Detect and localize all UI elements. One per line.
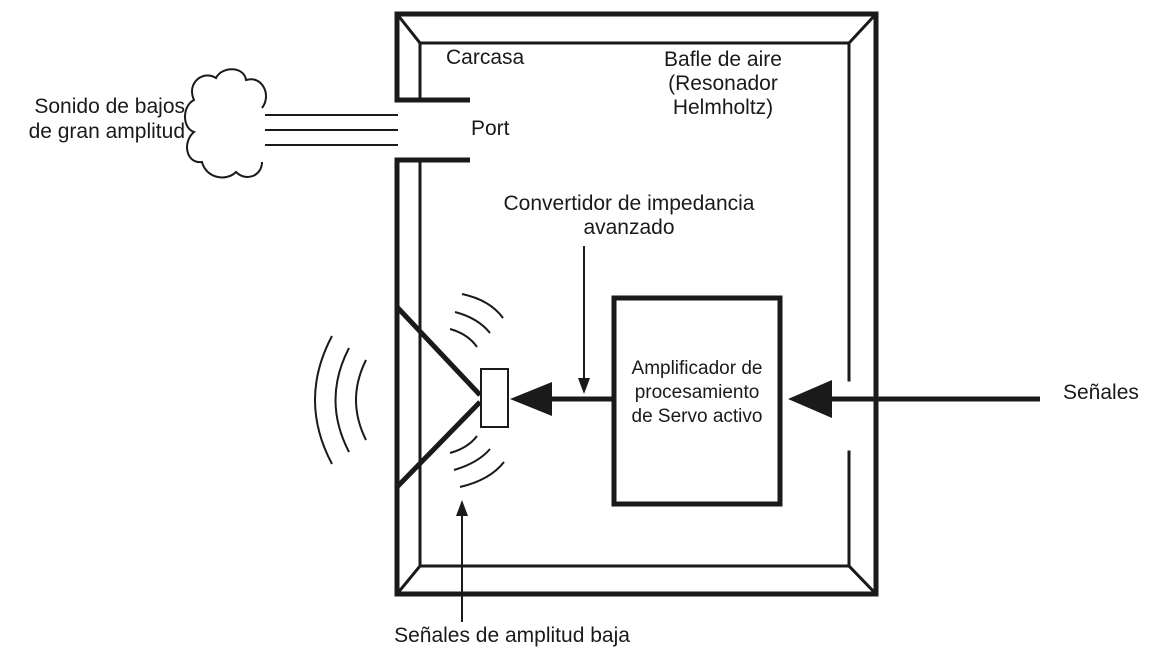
cloud-icon	[184, 68, 267, 179]
sound-wave-arc	[449, 328, 478, 348]
port-tube	[397, 97, 470, 163]
voice-coil	[480, 368, 509, 428]
corner-miter	[846, 11, 879, 46]
amp-to-coil-arrow	[510, 382, 614, 416]
corner-miter	[394, 563, 423, 597]
enclosure	[394, 11, 879, 597]
corner-miter	[846, 563, 879, 597]
amplifier-box	[611, 295, 783, 507]
signals-label: Señales	[1063, 381, 1139, 404]
enclosure-outer-wall	[394, 11, 879, 597]
pointer-head	[578, 378, 590, 394]
housing-label: Carcasa	[446, 46, 525, 69]
amplifier-label-line2: procesamiento	[635, 382, 760, 403]
converter-pointer	[578, 246, 590, 394]
speaker-cone	[395, 305, 509, 489]
enclosure-inner-wall	[418, 41, 851, 382]
amplifier-label-line1: Amplificador de	[632, 358, 763, 379]
cone-lower-edge	[395, 400, 482, 489]
converter-label-line1: Convertidor de impedancia	[504, 192, 755, 215]
sound-wave-arc	[459, 461, 505, 488]
corner-miter	[394, 11, 423, 46]
low-amplitude-pointer	[456, 500, 468, 622]
port-label: Port	[471, 117, 510, 140]
air-baffle-label-line3: Helmholtz)	[673, 96, 773, 119]
airflow-lines	[265, 114, 398, 146]
sound-wave-arc	[461, 293, 504, 319]
pointer-head	[456, 500, 468, 516]
sound-wave-arc	[355, 359, 367, 441]
signal-input-arrow	[788, 380, 1040, 418]
air-baffle-label-line1: Bafle de aire	[664, 48, 782, 71]
sound-wave-arc	[454, 311, 491, 334]
sound-wave-arc	[453, 448, 491, 471]
bass-sound-label-line2: de gran amplitud	[29, 120, 185, 143]
air-baffle-label-line2: (Resonador	[668, 72, 778, 95]
low-amplitude-label: Señales de amplitud baja	[394, 624, 630, 647]
arrow-head	[788, 380, 832, 418]
amplifier-label-line3: de Servo activo	[632, 406, 763, 427]
sound-waves-inside-lower	[449, 435, 505, 488]
sound-wave-arc	[314, 335, 333, 465]
sound-wave-arc	[334, 347, 350, 453]
converter-label-line2: avanzado	[583, 216, 674, 239]
arrow-head	[510, 382, 552, 416]
cone-upper-edge	[395, 305, 482, 397]
bass-sound-label-line1: Sonido de bajos	[34, 95, 185, 118]
sound-waves-inside-upper	[449, 293, 504, 348]
sound-wave-arc	[449, 435, 478, 454]
sound-waves-outside	[314, 335, 367, 465]
enclosure-inner-wall-lower	[418, 158, 851, 568]
